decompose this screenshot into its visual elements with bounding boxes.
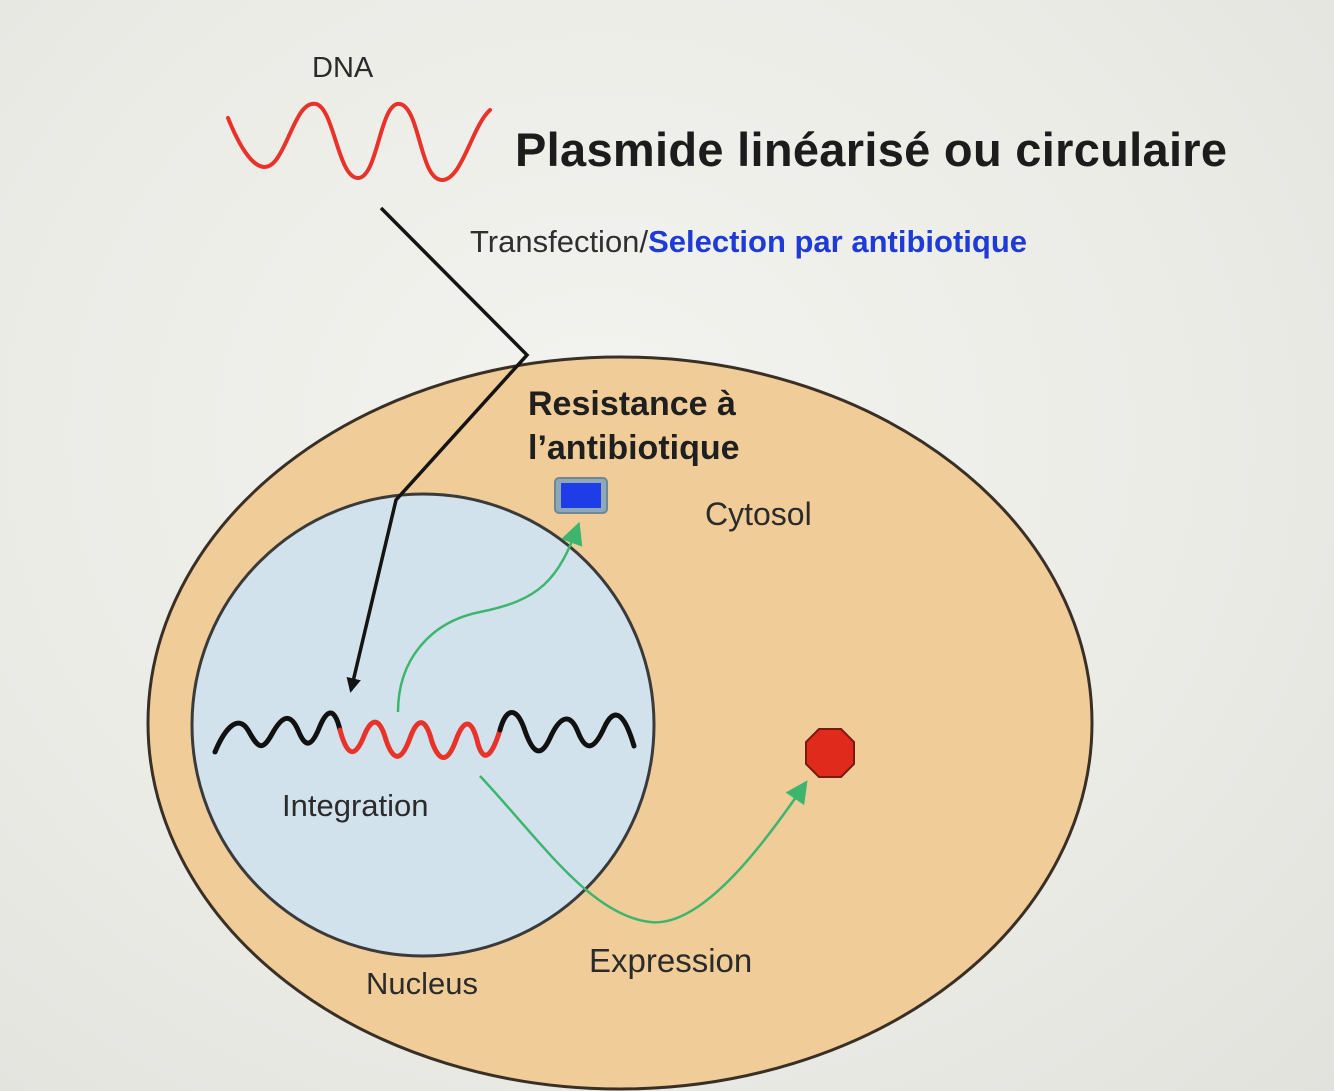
expression-label: Expression (589, 942, 753, 979)
integrated-plasmid-dna (337, 719, 503, 760)
expression-arrow-protein (479, 775, 808, 924)
caption-separator: / (639, 224, 649, 259)
nucleus-label: Nucleus (366, 966, 478, 1001)
cytosol-label: Cytosol (705, 496, 812, 532)
dna-label: DNA (312, 52, 374, 84)
resistance-caption: Resistance à l’antibiotique (528, 382, 740, 470)
expressed-protein-icon (805, 728, 855, 778)
transfection-arrow (346, 206, 530, 693)
resistance-line-2: l’antibiotique (528, 429, 740, 467)
transfection-caption: Transfection/Selection par antibiotique (470, 224, 1027, 260)
genomic-dna-left (212, 710, 343, 755)
expression-arrow-resistance (396, 521, 583, 713)
resistance-protein-icon (554, 477, 608, 514)
transfection-label: Transfection (470, 224, 640, 259)
integration-label: Integration (282, 788, 429, 823)
plasmid-dna-wave (226, 101, 492, 183)
diagram-title: Plasmide linéarisé ou circulaire (515, 123, 1228, 176)
genomic-dna-right (497, 710, 637, 754)
resistance-line-1: Resistance à (528, 385, 736, 423)
selection-label: Selection par antibiotique (648, 224, 1027, 259)
